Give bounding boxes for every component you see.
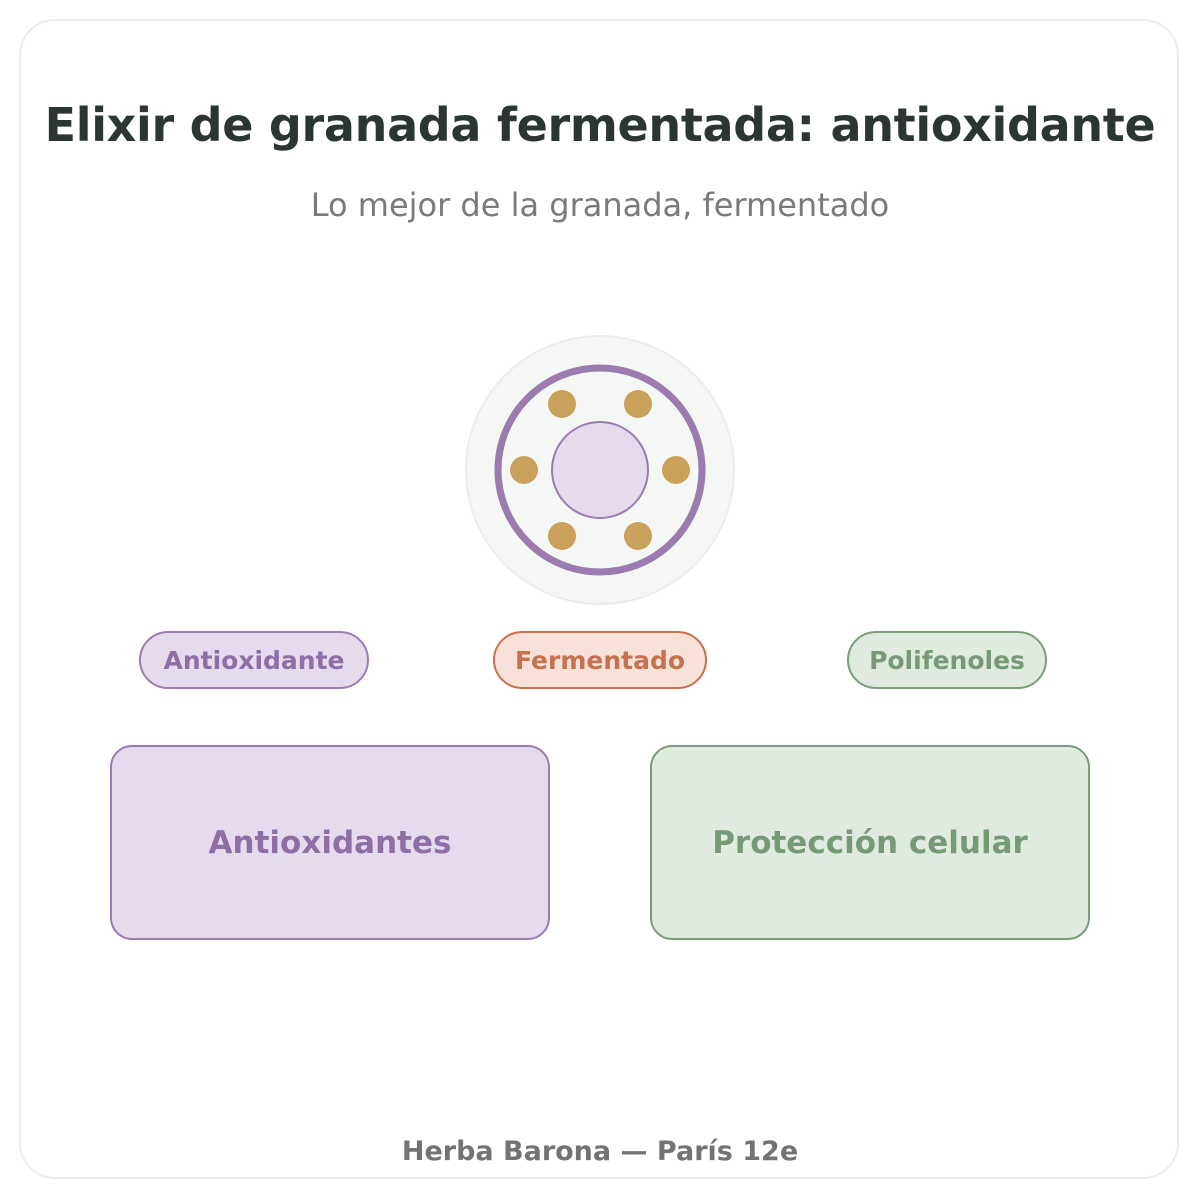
benefit-antioxidantes: Antioxidantes [110, 745, 550, 940]
pomegranate-icon [465, 335, 735, 605]
benefit-label: Antioxidantes [208, 824, 452, 861]
benefit-label: Protección celular [712, 824, 1028, 861]
tag-polifenoles: Polifenoles [847, 631, 1047, 689]
seed-dot [624, 390, 652, 418]
footer-brand: Herba Barona — París 12e [401, 1136, 799, 1167]
seed-dot [624, 522, 652, 550]
seed-dot [548, 522, 576, 550]
tag-antioxidante: Antioxidante [139, 631, 369, 689]
emblem-center [551, 421, 649, 519]
seed-dot [510, 456, 538, 484]
tag-fermentado: Fermentado [493, 631, 707, 689]
page-title: Elixir de granada fermentada: antioxidan… [44, 98, 1156, 152]
seed-dot [662, 456, 690, 484]
page-subtitle: Lo mejor de la granada, fermentado [310, 186, 890, 224]
benefit-proteccion-celular: Protección celular [650, 745, 1090, 940]
seed-dot [548, 390, 576, 418]
